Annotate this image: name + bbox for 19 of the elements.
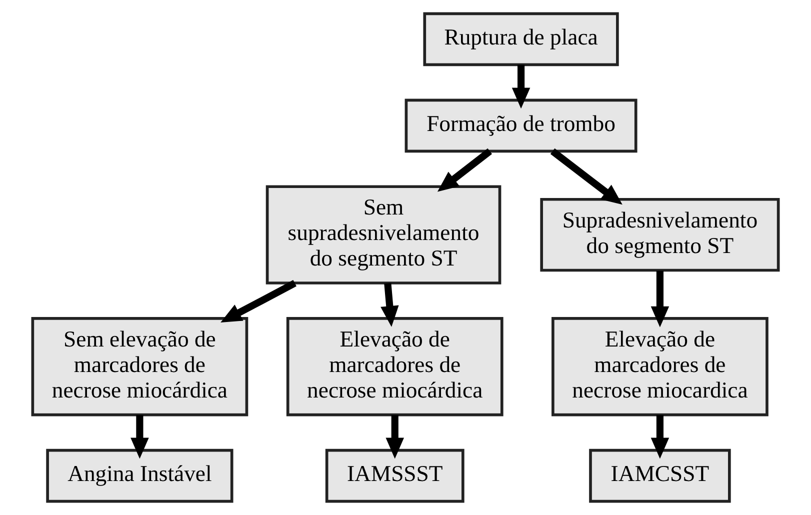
arrow	[130, 415, 149, 459]
arrow	[650, 270, 670, 328]
arrow	[380, 282, 399, 327]
arrow	[550, 148, 622, 205]
node-box: Formação de trombo	[404, 98, 638, 153]
node-box: Ruptura de placa	[423, 12, 619, 66]
node-box: Sem elevação de marcadores de necrose miocárdica	[31, 317, 248, 416]
arrow	[386, 415, 404, 459]
node-box: Elevação de marcadores de necrose miocardica	[552, 317, 768, 416]
node-box: Sem supradesnivelamento do segmento ST	[266, 185, 502, 284]
node-box: IAMCSST	[589, 448, 731, 503]
node-box: Supradesnivelamento do segmento ST	[540, 198, 780, 272]
arrow	[512, 64, 530, 109]
node-box: Elevação de marcadores de necrose miocárdica	[286, 317, 504, 416]
arrow	[650, 415, 670, 459]
arrow	[437, 148, 492, 192]
node-box: IAMSSST	[325, 448, 464, 503]
node-box: Angina Instável	[46, 448, 234, 503]
arrow	[220, 280, 296, 322]
